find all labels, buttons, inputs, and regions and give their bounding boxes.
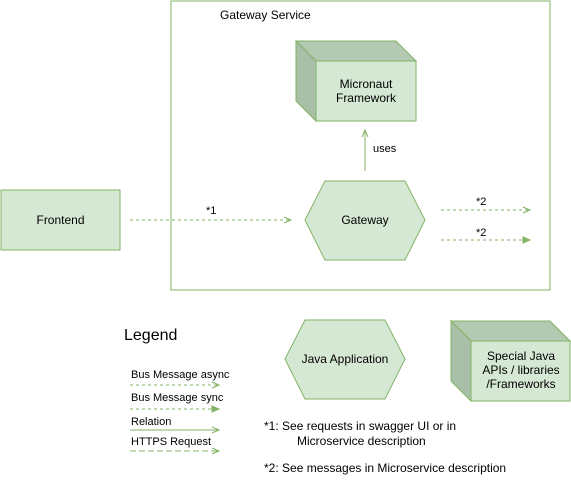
- edge-label-2b: *2: [476, 227, 487, 239]
- micronaut-label: Micronaut Framework: [335, 77, 396, 105]
- container-title: Gateway Service: [220, 8, 311, 22]
- edge-label-2a: *2: [476, 196, 487, 208]
- legend-item-relation: Relation: [131, 416, 172, 428]
- uses-label: uses: [373, 143, 397, 155]
- legend-item-https: HTTPS Request: [131, 436, 212, 448]
- java-application-hexagon: [284, 319, 406, 400]
- gateway-label: Gateway: [341, 213, 389, 227]
- legend-title: Legend: [124, 327, 178, 344]
- frontend-box: [0, 189, 121, 251]
- special-java-label: Special Java APIs / libraries /Framework…: [482, 349, 560, 391]
- gateway-hexagon: [304, 180, 426, 261]
- special-java-box: [449, 319, 571, 403]
- legend-item-sync: Bus Message sync: [131, 392, 224, 404]
- java-application-label: Java Application: [301, 352, 389, 366]
- frontend-label: Frontend: [36, 213, 85, 227]
- edge-label-1: *1: [206, 205, 217, 217]
- note-2: *2: See messages in Microservice descrip…: [264, 461, 507, 475]
- note-1-line-2: Microservice description: [297, 434, 426, 448]
- micronaut-framework-box: [294, 39, 418, 123]
- legend-item-async: Bus Message async: [131, 369, 230, 381]
- note-1-line-1: *1: See requests in swagger UI or in: [264, 419, 457, 433]
